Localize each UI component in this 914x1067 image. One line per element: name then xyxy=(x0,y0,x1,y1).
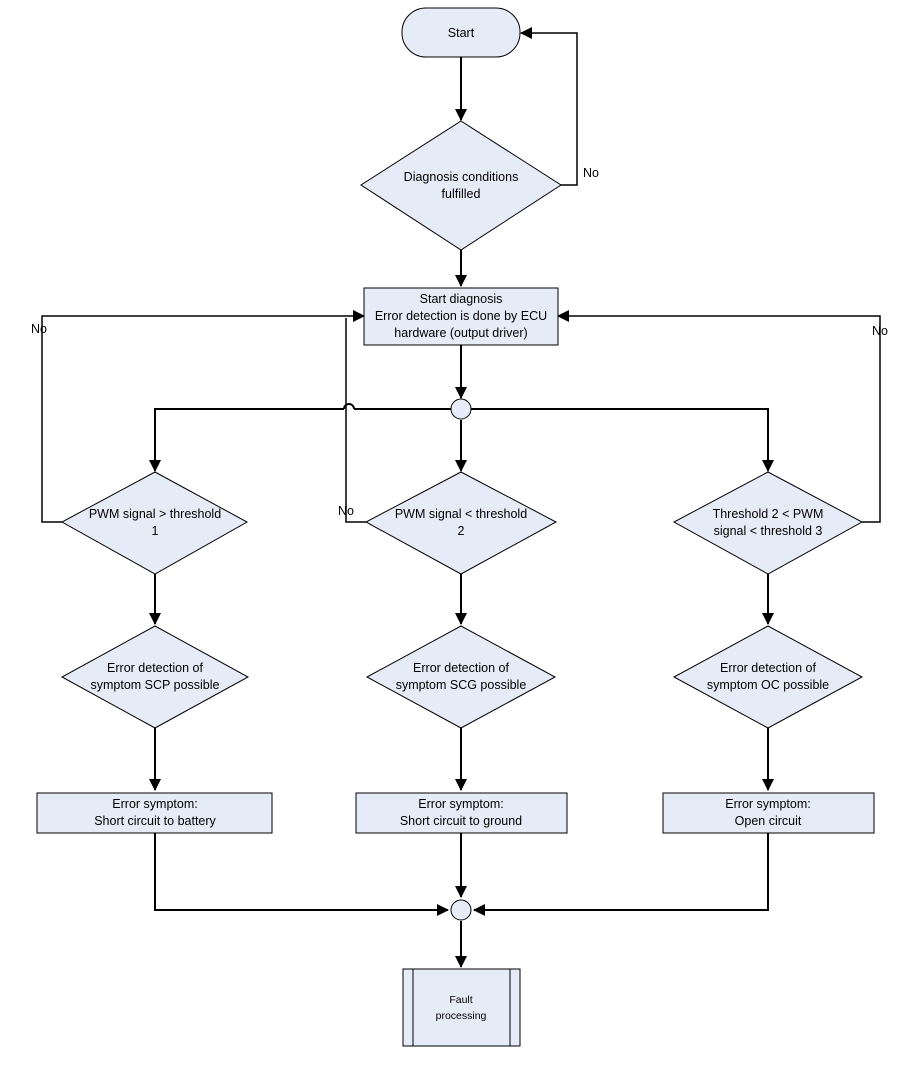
edge-left-no-loop xyxy=(41,310,365,523)
start-diagnosis-line-3: hardware (output driver) xyxy=(394,326,527,340)
cond-left-line-1: PWM signal > threshold xyxy=(89,507,221,521)
edge-conditions-no-loop xyxy=(520,27,578,186)
cond-mid-line-1: PWM signal < threshold xyxy=(395,507,527,521)
start-diagnosis-line-1: Start diagnosis xyxy=(420,292,503,306)
symptom-right-line-1: Error symptom: xyxy=(725,797,810,811)
detect-left-line-2: symptom SCP possible xyxy=(91,678,220,692)
symptom-mid-line-2: Short circuit to ground xyxy=(400,814,522,828)
edge-right-no-loop xyxy=(557,310,881,523)
detect-mid-line-2: symptom SCG possible xyxy=(396,678,527,692)
decision-diagnosis-conditions: Diagnosis conditions fulfilled xyxy=(360,120,562,251)
process-symptom-open-circuit: Error symptom: Open circuit xyxy=(662,792,875,834)
edge-symptom-left-to-join xyxy=(154,833,449,916)
decision-pwm-above-threshold-1: PWM signal > threshold 1 xyxy=(60,471,249,575)
process-start-diagnosis: Start diagnosis Error detection is done … xyxy=(363,287,559,346)
cond-right-line-2: signal < threshold 3 xyxy=(714,524,823,538)
detect-mid-line-1: Error detection of xyxy=(413,661,509,675)
decision-pwm-below-threshold-2: PWM signal < threshold 2 xyxy=(364,471,558,575)
edge-junction-to-right xyxy=(471,408,774,472)
edge-junction-crossover xyxy=(343,403,355,410)
decision-pwm-between-thresholds: Threshold 2 < PWM signal < threshold 3 xyxy=(672,471,864,575)
detect-left-line-1: Error detection of xyxy=(107,661,203,675)
symptom-left-line-1: Error symptom: xyxy=(112,797,197,811)
branch-junction xyxy=(450,398,472,420)
edge-label-no-mid: No xyxy=(338,504,354,518)
fault-line-1: Fault xyxy=(449,994,472,1006)
start-diagnosis-line-2: Error detection is done by ECU xyxy=(375,309,547,323)
edge-mid-no-loop xyxy=(345,318,366,523)
decision-diagnosis-line-1: Diagnosis conditions xyxy=(404,170,519,184)
edge-junction-to-left xyxy=(149,408,344,472)
process-symptom-short-battery: Error symptom: Short circuit to battery xyxy=(36,792,273,834)
decision-diagnosis-line-2: fulfilled xyxy=(442,187,481,201)
edge-label-no-top: No xyxy=(583,166,599,180)
predefined-process-fault: Fault processing xyxy=(402,968,521,1047)
edge-label-no-right: No xyxy=(872,324,888,338)
cond-mid-line-2: 2 xyxy=(458,524,465,538)
detect-right-line-1: Error detection of xyxy=(720,661,816,675)
edge-symptom-right-to-join xyxy=(473,833,769,916)
join-junction xyxy=(450,899,472,921)
fault-line-2: processing xyxy=(436,1010,487,1022)
decision-detect-oc: Error detection of symptom OC possible xyxy=(672,625,864,729)
symptom-right-line-2: Open circuit xyxy=(735,814,802,828)
detect-right-line-2: symptom OC possible xyxy=(707,678,829,692)
start-terminator: Start xyxy=(401,7,521,58)
process-symptom-short-ground: Error symptom: Short circuit to ground xyxy=(355,792,568,834)
cond-right-line-1: Threshold 2 < PWM xyxy=(713,507,824,521)
edge-label-no-left: No xyxy=(31,322,47,336)
symptom-left-line-2: Short circuit to battery xyxy=(94,814,216,828)
symptom-mid-line-1: Error symptom: xyxy=(418,797,503,811)
start-label: Start xyxy=(448,26,475,40)
decision-detect-scp: Error detection of symptom SCP possible xyxy=(60,625,250,729)
cond-left-line-2: 1 xyxy=(152,524,159,538)
decision-detect-scg: Error detection of symptom SCG possible xyxy=(365,625,557,729)
